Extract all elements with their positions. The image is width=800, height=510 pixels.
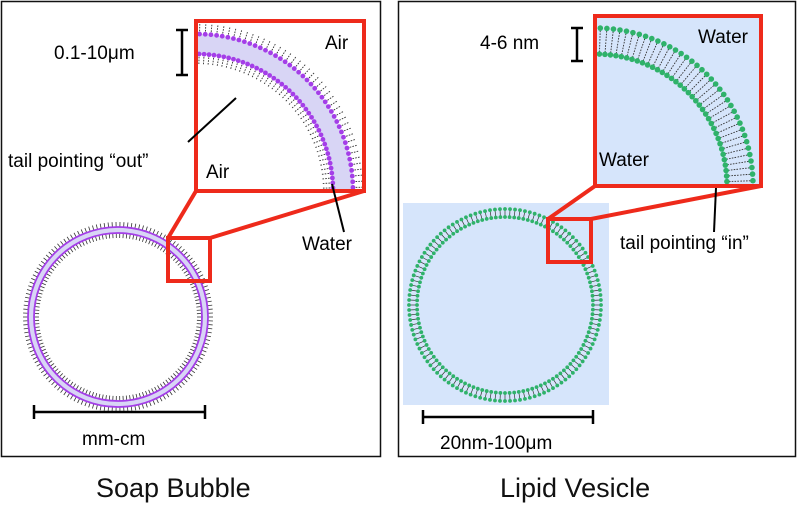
vesicle-inner-medium-label: Water [599,150,649,171]
lipid-vesicle-zoom-callout [546,14,763,264]
lipid-vesicle-zoom-frame [593,14,763,188]
i-beam-bracket-icon [176,28,188,77]
lipid-vesicle-zoom-source-box [546,217,593,264]
bubble-core-medium-label: Water [302,234,352,255]
soap-bubble-caption: Soap Bubble [96,473,251,503]
lipid-vesicle-zoom-connector-top [546,184,597,221]
scale-bar-icon [421,410,595,424]
vesicle-zoom-water-background [595,16,761,186]
tail-out-pointer [187,97,237,143]
i-beam-bracket-icon [571,26,583,63]
soap-bubble-zoom-callout [166,19,366,283]
lipid-vesicle-circle [407,207,603,403]
soap-bubble-circle [23,222,213,412]
tail-in-pointer [713,187,717,233]
soap-bubble-panel [0,0,382,458]
vesicle-water-background [403,203,609,405]
lipid-vesicle-caption: Lipid Vesicle [500,473,651,503]
lipid-vesicle-zoom-membrane [595,25,756,186]
bubble-inner-medium-label: Air [206,162,230,183]
vesicle-thickness-label: 4-6 nm [480,33,540,54]
bubble-tail-note: tail pointing “out” [8,151,149,172]
soap-bubble-zoom-connector-bottom [209,189,365,240]
soap-bubble-zoom-membrane [196,23,364,191]
water-pointer [331,183,345,233]
vesicle-outer-medium-label: Water [698,27,748,48]
vesicle-tail-note: tail pointing “in” [620,233,749,254]
vesicle-scale-label: 20nm-100μm [440,433,553,454]
scale-bar-icon [32,405,207,419]
bubble-thickness-label: 0.1-10μm [54,43,135,64]
lipid-vesicle-panel [397,0,797,458]
lipid-vesicle-zoom-connector-bottom [590,184,762,221]
bubble-outer-medium-label: Air [325,33,349,54]
soap-bubble-zoom-frame [194,19,366,193]
bubble-scale-label: mm-cm [82,429,146,450]
soap-bubble-zoom-source-box [166,236,212,283]
soap-bubble-zoom-connector-top [166,189,198,240]
